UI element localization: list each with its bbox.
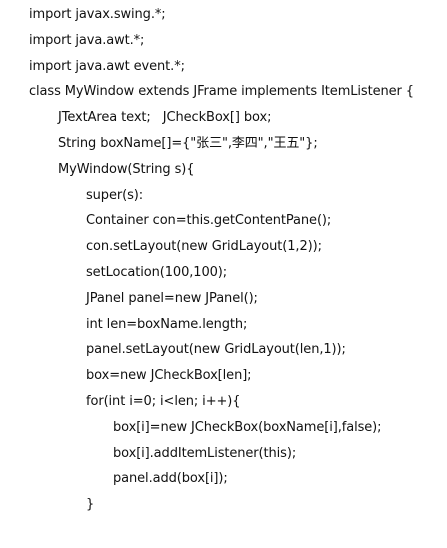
code-line-con-setlayout: con.setLayout(new GridLayout(1,2)); [86,239,322,255]
code-line-import-awt: import java.awt.*; [29,32,145,48]
code-line-setlocation: setLocation(100,100); [86,264,228,280]
code-line-jpanel: JPanel panel=new JPanel(); [86,290,258,306]
code-line-for-loop: for(int i=0; i<len; i++){ [86,393,241,409]
code-line-constructor: MyWindow(String s){ [58,161,195,177]
code-line-add-listener: box[i].addItemListener(this); [113,445,297,461]
code-line-super: super(s): [86,187,144,203]
code-line-len: int len=boxName.length; [86,316,248,332]
code-line-boxname-array: String boxName[]={"张三",李四","王五"}; [58,135,318,151]
code-line-close-brace: } [86,497,95,513]
code-line-new-checkbox: box[i]=new JCheckBox(boxName[i],false); [113,419,382,435]
code-line-panel-setlayout: panel.setLayout(new GridLayout(len,1)); [86,342,346,358]
code-line-import-awt-event: import java.awt event.*; [29,58,185,74]
code-line-import-swing: import javax.swing.*; [29,7,166,22]
code-line-fields: JTextArea text; JCheckBox[] box; [58,110,272,126]
code-line-container: Container con=this.getContentPane(); [86,213,332,229]
code-line-panel-add: panel.add(box[i]); [113,471,228,487]
code-line-box-array: box=new JCheckBox[len]; [86,368,252,384]
code-line-class-declaration: class MyWindow extends JFrame implements… [29,84,414,100]
